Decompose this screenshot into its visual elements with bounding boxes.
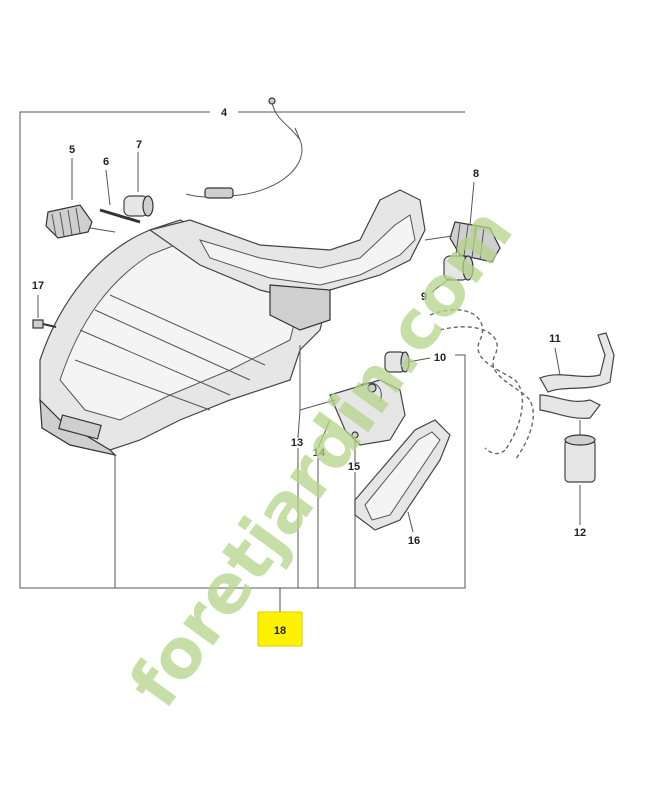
label-8: 8 [473, 168, 479, 180]
cover-16 [354, 419, 451, 531]
throttle-cable [185, 97, 303, 199]
label-14: 14 [313, 447, 326, 459]
label-16: 16 [408, 535, 420, 547]
label-12: 12 [574, 527, 586, 539]
fuel-line-dashed [429, 309, 534, 461]
spring-left [45, 204, 116, 239]
assembly-number-badge: 18 [257, 611, 303, 647]
label-4: 4 [221, 107, 228, 119]
label-5: 5 [69, 144, 75, 156]
bushing-9 [443, 255, 474, 281]
label-9: 9 [421, 291, 427, 303]
pin [99, 208, 141, 224]
bushing-7 [123, 195, 154, 217]
label-15: 15 [348, 461, 360, 473]
label-11: 11 [549, 333, 561, 345]
handle-frame [148, 189, 426, 331]
label-18: 18 [274, 625, 286, 637]
fuel-filter [564, 420, 596, 483]
label-17: 17 [32, 280, 44, 292]
screw-17 [32, 295, 57, 329]
label-13: 13 [291, 437, 303, 449]
leader-lines [71, 152, 581, 533]
bushing-10 [384, 351, 410, 373]
fuel-hose [539, 332, 615, 419]
label-7: 7 [136, 139, 142, 151]
label-10: 10 [434, 352, 446, 364]
spring-right [424, 221, 501, 263]
label-6: 6 [103, 156, 109, 168]
part-labels: 4 5 6 7 8 9 10 11 12 13 14 15 16 17 [32, 107, 586, 547]
